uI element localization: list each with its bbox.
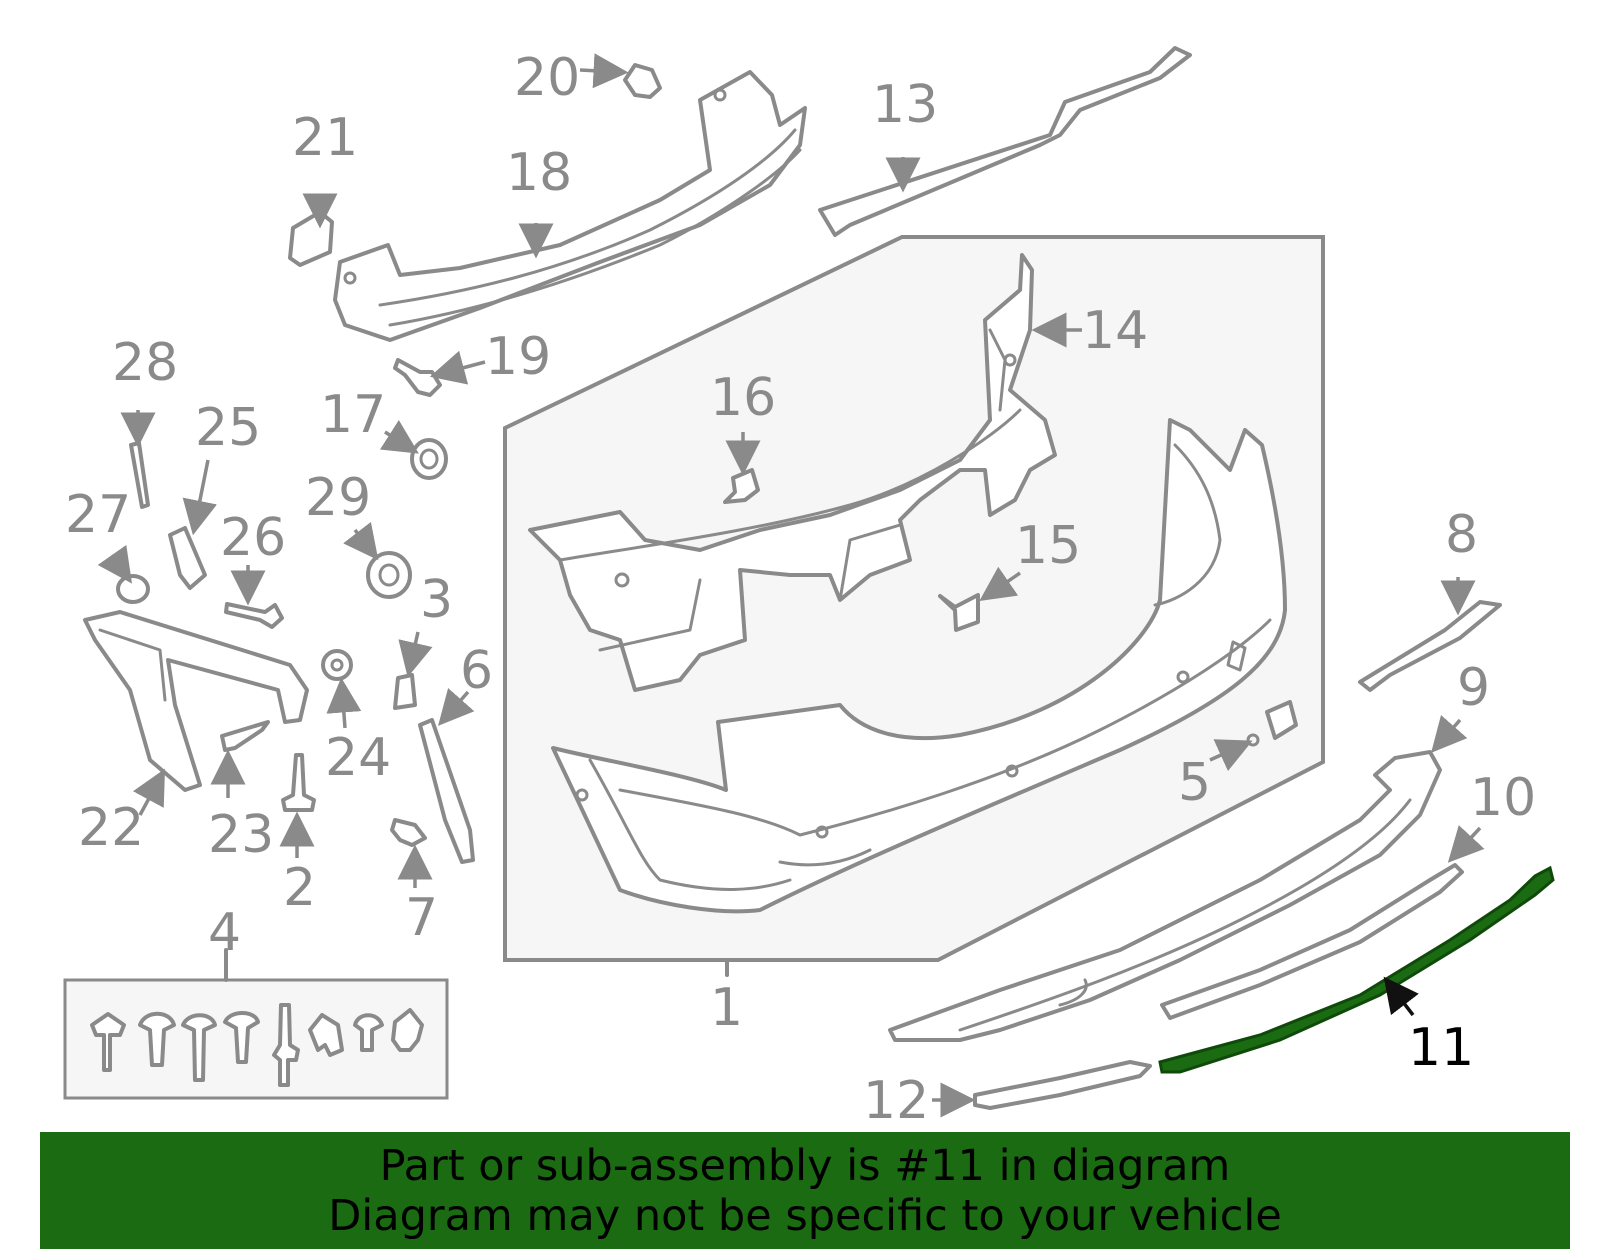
callout-8: 8 xyxy=(1445,505,1478,565)
nut-20 xyxy=(623,63,662,99)
bolt-26 xyxy=(224,602,284,629)
callout-11: 11 xyxy=(1408,1018,1474,1078)
callout-1: 1 xyxy=(710,978,743,1038)
rivet-7 xyxy=(390,818,427,847)
callout-10: 10 xyxy=(1470,768,1536,828)
cover-21 xyxy=(288,210,334,267)
callout-17: 17 xyxy=(320,385,386,445)
clip-25 xyxy=(168,526,207,590)
bracket-15 xyxy=(938,593,980,632)
callout-6: 6 xyxy=(460,641,493,701)
clip-24 xyxy=(321,649,353,681)
callout-21: 21 xyxy=(292,108,358,168)
callout-2: 2 xyxy=(283,858,316,918)
screw-2 xyxy=(281,753,316,812)
clip-3 xyxy=(393,673,417,710)
callout-20: 20 xyxy=(514,48,580,108)
bumper-assembly-box xyxy=(503,235,1325,977)
strip-10 xyxy=(1160,863,1464,1020)
reinforcement-bar xyxy=(333,70,807,342)
grommet-29 xyxy=(366,551,412,599)
cap-5 xyxy=(1246,700,1298,747)
callout-25: 25 xyxy=(195,398,261,458)
banner-line-2: Diagram may not be specific to your vehi… xyxy=(328,1190,1282,1241)
callout-22: 22 xyxy=(78,798,144,858)
callout-15: 15 xyxy=(1015,516,1081,576)
banner-line-1: Part or sub-assembly is #11 in diagram xyxy=(379,1140,1231,1191)
grommet-17 xyxy=(410,438,448,480)
bracket-6 xyxy=(418,718,475,864)
leader-lines xyxy=(97,53,1485,1118)
strip-11-highlighted xyxy=(1158,865,1555,1074)
bolt-19 xyxy=(393,358,442,397)
callout-3: 3 xyxy=(420,570,453,630)
moulding-8 xyxy=(1358,600,1502,692)
strip-12 xyxy=(973,1060,1152,1110)
bolt-23 xyxy=(220,720,270,752)
bumper-carrier xyxy=(528,253,1057,692)
callout-24: 24 xyxy=(325,728,391,788)
callout-23: 23 xyxy=(208,805,274,865)
callout-27: 27 xyxy=(65,485,131,545)
callout-7: 7 xyxy=(405,888,438,948)
callout-26: 26 xyxy=(220,508,286,568)
bumper-cover xyxy=(551,418,1287,914)
callout-14: 14 xyxy=(1082,301,1148,361)
callout-13: 13 xyxy=(872,75,938,135)
callout-12: 12 xyxy=(863,1071,929,1131)
callout-18: 18 xyxy=(506,143,572,203)
nut-27 xyxy=(116,574,150,604)
callout-5: 5 xyxy=(1178,753,1211,813)
side-bracket-22 xyxy=(83,610,309,792)
info-banner: Part or sub-assembly is #11 in diagram D… xyxy=(40,1132,1570,1249)
callout-19: 19 xyxy=(485,327,551,387)
lower-trim-9 xyxy=(888,750,1442,1042)
callout-9: 9 xyxy=(1457,658,1490,718)
callout-16: 16 xyxy=(710,368,776,428)
callout-29: 29 xyxy=(305,468,371,528)
bolt-28 xyxy=(129,441,150,509)
hardware-kit-4 xyxy=(63,948,449,1100)
callout-labels: 1 2 3 4 5 6 7 8 9 10 11 12 13 14 15 16 1… xyxy=(65,48,1536,1131)
callout-4: 4 xyxy=(208,903,241,963)
callout-28: 28 xyxy=(112,333,178,393)
